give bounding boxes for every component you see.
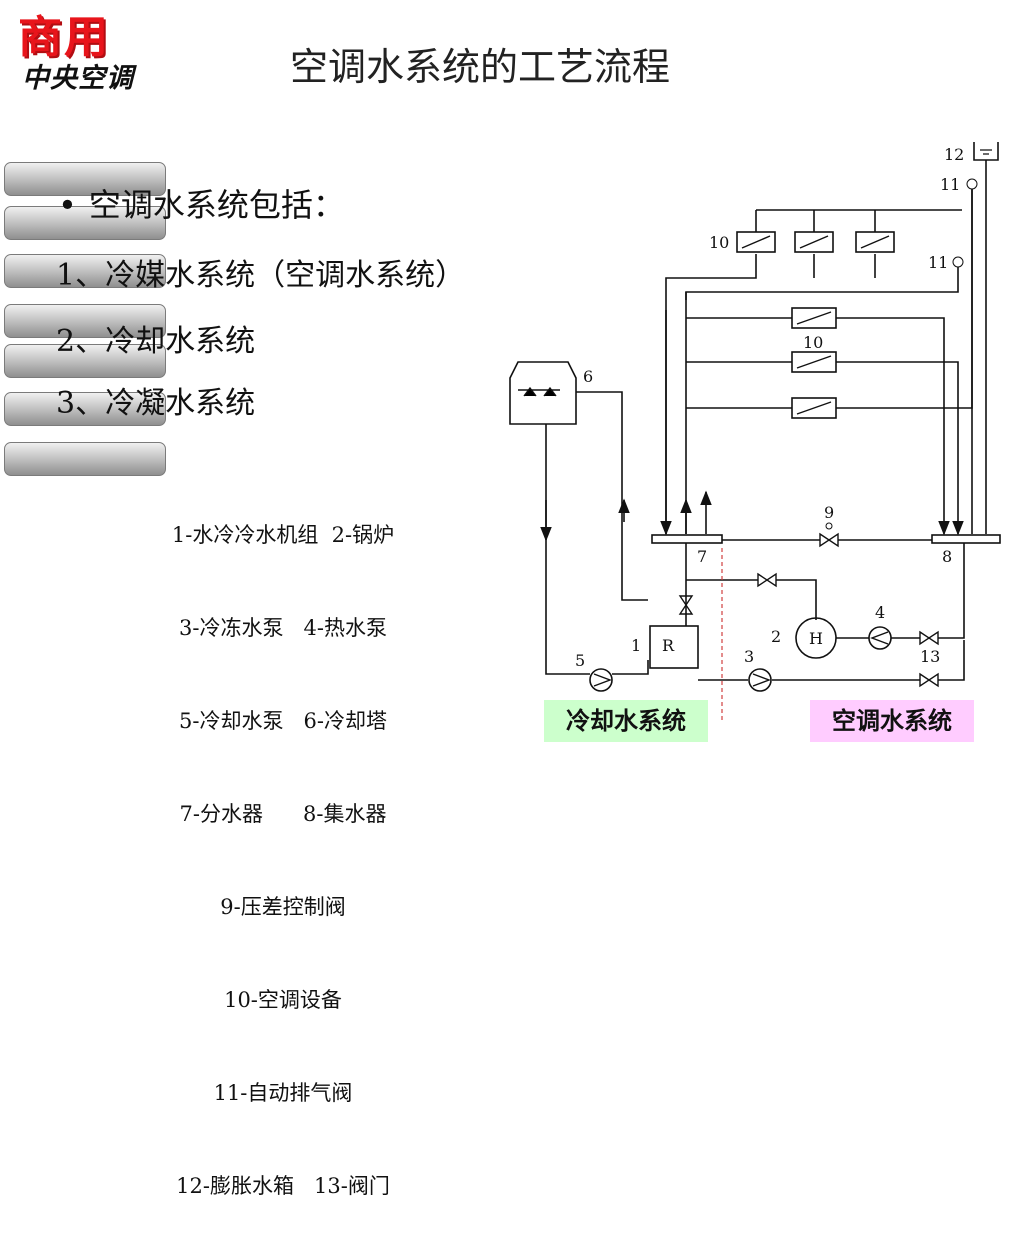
list-item: 2、冷却水系统 (56, 324, 256, 359)
valve (757, 572, 777, 588)
pipe (612, 660, 649, 675)
label-9: 9 (824, 503, 834, 522)
logo: 商用 中央空调 (18, 14, 168, 104)
legend-line: 1-水冷冷水机组 2-锅炉 (171, 523, 395, 547)
cooling-tower-6 (509, 361, 577, 425)
distributor-7 (651, 534, 723, 544)
chiller-1 (649, 625, 699, 669)
pipe (836, 317, 950, 536)
label-7: 7 (697, 547, 707, 566)
expansion-tank-12 (973, 142, 999, 161)
label-3: 3 (744, 647, 754, 666)
process-diagram: R H 1 2 3 4 5 6 7 8 9 10 10 11 11 12 13 (509, 142, 1001, 720)
decor-strip (4, 442, 166, 476)
boiler-symbol: H (809, 629, 823, 648)
page-title: 空调水系统的工艺流程 (290, 45, 671, 89)
valve-9 (819, 532, 839, 548)
collector-8 (931, 534, 1001, 544)
label-4: 4 (875, 603, 885, 622)
ac-system-label: 空调水系统 (810, 700, 974, 742)
list-item: 3、冷凝水系统 (56, 386, 256, 421)
legend-line: 7-分水器 8-集水器 (179, 802, 387, 826)
decor-strip (4, 304, 166, 338)
pipe (685, 258, 959, 534)
pipe (938, 640, 965, 681)
label-12: 12 (944, 145, 964, 164)
air-vent-11 (966, 178, 978, 190)
label-2: 2 (771, 627, 781, 646)
pipe (836, 361, 964, 536)
pipe (836, 186, 973, 409)
label-11: 11 (928, 253, 948, 272)
legend-line: 3-冷冻水泵 4-热水泵 (179, 616, 387, 640)
chiller-symbol: R (662, 636, 675, 655)
legend-line: 11-自动排气阀 (213, 1081, 353, 1105)
pipe (660, 254, 757, 536)
label-11: 11 (940, 175, 960, 194)
legend-line: 5-冷却水泵 6-冷却塔 (179, 709, 387, 733)
pipe (776, 579, 817, 620)
legend-line: 10-空调设备 (224, 988, 342, 1012)
bullet-text: 空调水系统包括： (88, 186, 345, 224)
legend-line: 9-压差控制阀 (220, 895, 346, 919)
label-5: 5 (575, 651, 585, 670)
label-1: 1 (631, 636, 641, 655)
valve-13 (919, 630, 939, 646)
pipe (576, 391, 648, 601)
valve-13 (919, 672, 939, 688)
valve (678, 595, 694, 615)
label-10: 10 (803, 333, 823, 352)
logo-bottom-text: 中央空调 (22, 63, 134, 94)
pipe (938, 543, 965, 639)
bullet-dot: • (58, 186, 77, 224)
decor-strip (4, 206, 166, 240)
label-6: 6 (583, 367, 593, 386)
air-vent-11 (952, 256, 964, 268)
list-item: 1、冷媒水系统（空调水系统） (56, 258, 466, 293)
cooling-system-label: 冷却水系统 (544, 700, 708, 742)
label-10: 10 (709, 233, 729, 252)
logo-top-text: 商用 (18, 12, 110, 63)
bullet-heading: • 空调水系统包括： (58, 180, 345, 226)
decor-strip (4, 392, 166, 426)
pipe (545, 424, 590, 675)
legend-line: 12-膨胀水箱 13-阀门 (176, 1174, 390, 1198)
decor-strip (4, 344, 166, 378)
label-8: 8 (942, 547, 952, 566)
decor-strip (4, 254, 166, 288)
label-13: 13 (920, 647, 940, 666)
decor-strip (4, 162, 166, 196)
